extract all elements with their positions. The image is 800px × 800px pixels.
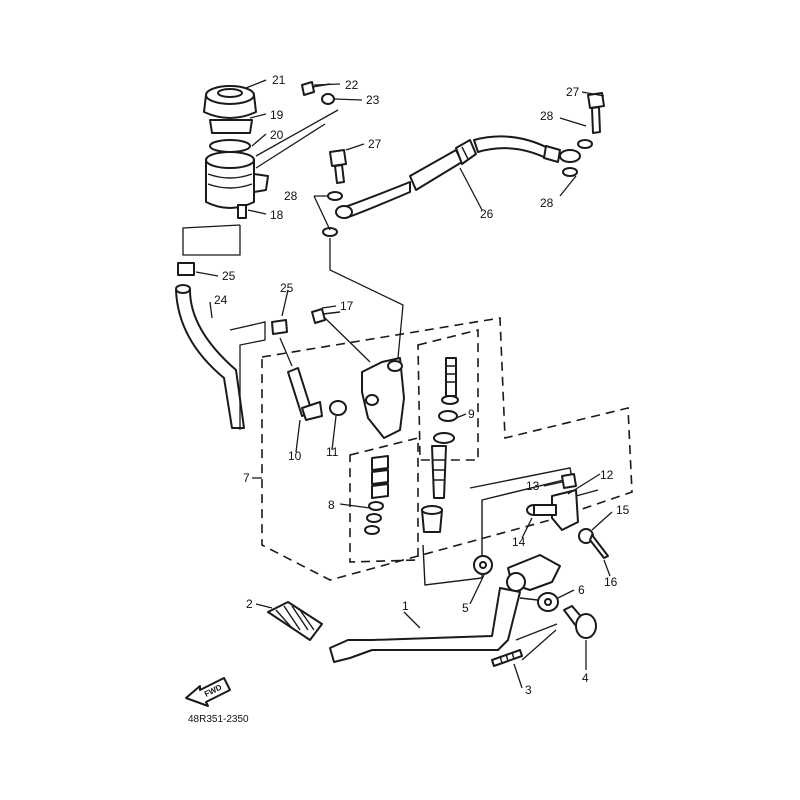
callout-3: 3: [525, 683, 532, 697]
reservoir-plate: [209, 139, 251, 153]
reservoir-body: [205, 151, 269, 219]
callout-9: 9: [468, 407, 475, 421]
boot-cup: [421, 505, 443, 533]
pin-14: [526, 504, 557, 516]
callout-26: 26: [480, 207, 494, 221]
hose-clamp-25-lower: [271, 319, 288, 335]
callout-15: 15: [616, 503, 630, 517]
callout-25-lower: 25: [280, 281, 294, 295]
callout-28-right-top: 28: [540, 109, 554, 123]
reservoir-diaphragm: [209, 119, 253, 134]
callout-11: 11: [326, 445, 339, 459]
hose-clamp-25: [177, 262, 195, 276]
callout-28-left: 28: [284, 189, 298, 203]
callout-23: 23: [366, 93, 380, 107]
reservoir-cap: [203, 85, 257, 119]
pedal-bracket: [506, 554, 561, 592]
foot-peg-rubber-2: [267, 601, 323, 641]
banjo-bolt-27-left: [329, 149, 347, 184]
callout-1: 1: [402, 599, 409, 613]
assembly-outline-8: [349, 436, 419, 563]
callout-4: 4: [582, 671, 589, 685]
callout-13: 13: [526, 479, 540, 493]
callout-16: 16: [604, 575, 618, 589]
callout-27-right: 27: [566, 85, 580, 99]
piston-9: [431, 445, 447, 499]
callout-12: 12: [600, 468, 614, 482]
diagram-code: 48R351-2350: [188, 714, 249, 725]
callout-22: 22: [345, 78, 359, 92]
callout-labels: 21 22 19 23 20 18 27 28 26 27 28 28 25 2…: [214, 73, 630, 697]
callout-27-left: 27: [368, 137, 382, 151]
brake-hose-26: [335, 135, 581, 219]
washers-28-right: [562, 139, 593, 177]
callout-24: 24: [214, 293, 228, 307]
callout-20: 20: [270, 128, 284, 142]
callout-14: 14: [512, 535, 526, 549]
callout-2: 2: [246, 597, 253, 611]
assembly-outline-12: [422, 467, 573, 586]
callout-17: 17: [340, 299, 354, 313]
banjo-bolt-27-right: [587, 92, 605, 134]
callout-6: 6: [578, 583, 585, 597]
spring-8: [364, 455, 389, 535]
pivot-bolt-4: [563, 605, 597, 639]
callout-10: 10: [288, 449, 302, 463]
callout-leaders: [195, 79, 613, 689]
cotter-pin-16: [589, 534, 609, 559]
callout-21: 21: [272, 73, 286, 87]
washer-5: [473, 555, 493, 575]
callout-5: 5: [462, 601, 469, 615]
callout-7: 7: [243, 471, 250, 485]
washer-6: [537, 592, 559, 612]
master-cylinder-body: [361, 357, 405, 439]
washer-23: [321, 93, 335, 105]
nut-13: [561, 473, 577, 489]
fwd-arrow-icon: FWD: [185, 677, 231, 707]
washers-28-left: [322, 191, 343, 237]
return-spring-3: [491, 649, 523, 667]
callout-25-top: 25: [222, 269, 236, 283]
reservoir-hose-24: [175, 284, 245, 429]
circlip-9: [433, 410, 458, 444]
callout-18: 18: [270, 208, 284, 222]
hose-joint-10: [287, 367, 323, 421]
assembly-outline-7: [261, 317, 633, 581]
seal-11: [329, 400, 347, 416]
assembly-outline-9: [417, 328, 479, 461]
callout-19: 19: [270, 108, 284, 122]
callout-8: 8: [328, 498, 335, 512]
bolt-17: [311, 308, 341, 324]
push-rod-9: [441, 357, 459, 405]
callout-28-right-bottom: 28: [540, 196, 554, 210]
